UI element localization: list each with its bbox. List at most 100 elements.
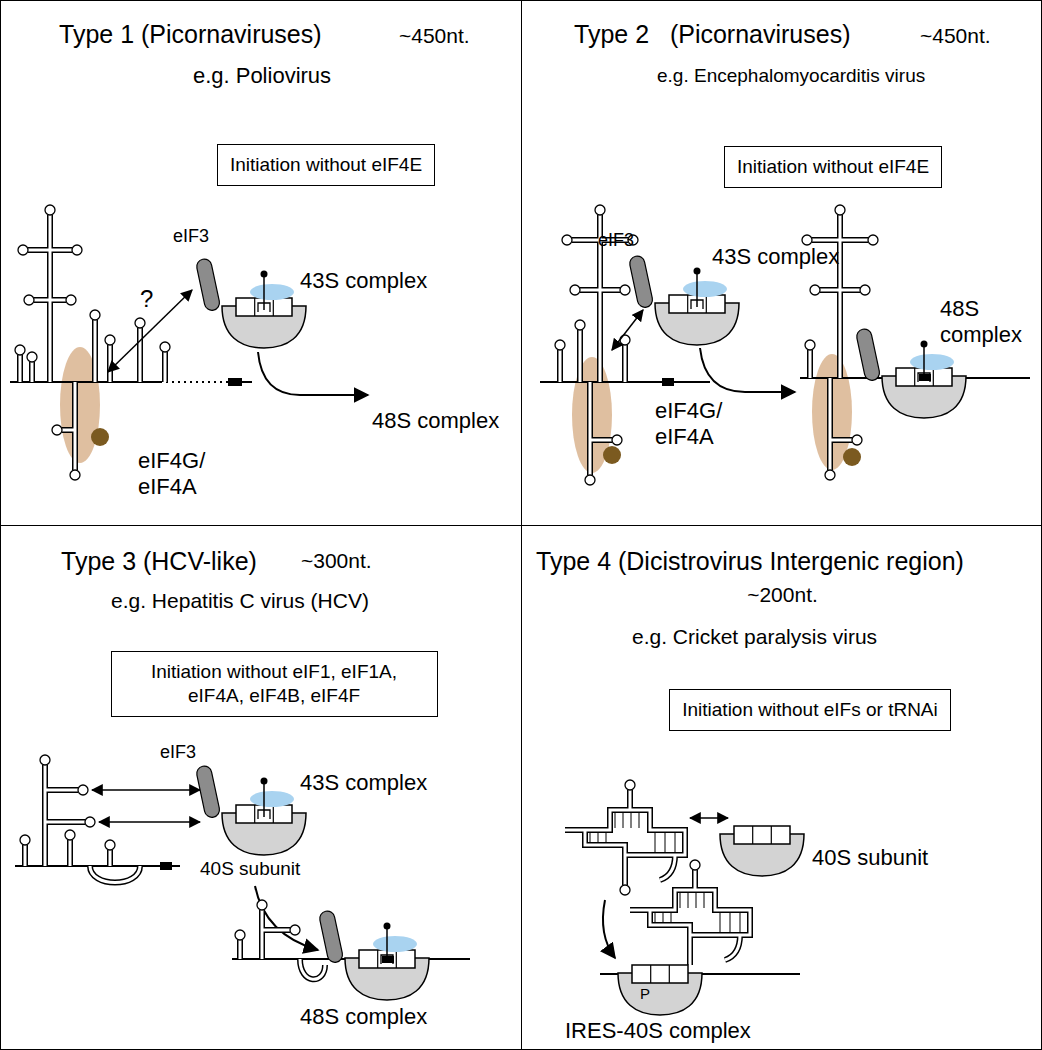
illustration-part (45, 205, 55, 215)
illustration-part (235, 930, 245, 940)
illustration-part (562, 235, 572, 245)
illustration-part (228, 378, 242, 386)
illustration-part (882, 368, 966, 418)
illustration-part (720, 826, 804, 876)
illustration-part (565, 790, 685, 885)
illustration-part (240, 910, 325, 979)
illustration-part (91, 428, 109, 446)
condition-text: Initiation without eIFs or tRNAi (682, 699, 938, 720)
component-label: 43S complex (300, 770, 427, 796)
illustration-part (603, 446, 621, 464)
illustration-part (805, 340, 815, 350)
ribosome-43s (195, 258, 306, 348)
binding-arrow (690, 817, 728, 819)
condition-text: Initiation without eIF1, eIF1A, eIF4A, e… (151, 661, 397, 706)
illustration-part (620, 285, 630, 295)
assembly-arrow (258, 352, 368, 395)
component-label: 48S complex (940, 296, 1022, 349)
illustration-part (590, 812, 675, 853)
assembly-arrow (603, 900, 615, 958)
illustration-part (65, 830, 75, 840)
example-virus: e.g. Hepatitis C virus (HCV) (111, 588, 369, 613)
illustration-part (105, 335, 115, 345)
illustration-part (843, 448, 861, 466)
illustration-part (560, 215, 628, 475)
illustration-part (825, 470, 835, 480)
illustration-part (630, 870, 750, 965)
illustration-part (855, 328, 880, 382)
component-label: 48S complex (300, 1004, 427, 1030)
illustration-part (66, 295, 76, 305)
type-panel: Type 3 (HCV-like)~300nt.e.g. Hepatitis C… (0, 525, 522, 1050)
illustration-part (868, 235, 878, 245)
illustration-part (683, 268, 727, 310)
binding-arrow (612, 310, 643, 350)
illustration-part (290, 925, 300, 935)
condition-box: Initiation without eIFs or tRNAi (669, 689, 951, 731)
illustration-part (257, 900, 267, 910)
panel-heading: Type 2 (Picornaviruses) (574, 19, 851, 49)
length-note: ~200nt. (747, 582, 818, 607)
illustration-part (595, 205, 605, 215)
illustration-part (555, 205, 638, 485)
illustration-part (25, 765, 140, 883)
condition-box: Initiation without eIF4E (217, 144, 435, 186)
assembly-arrow (700, 348, 795, 392)
condition-box: Initiation without eIF1, eIF1A, eIF4A, e… (111, 651, 438, 717)
illustration-part (160, 342, 170, 352)
illustration-part (105, 840, 115, 850)
illustration-part (20, 215, 165, 470)
illustration-part (135, 318, 145, 328)
illustration-part (585, 475, 595, 485)
rna-structure (10, 205, 252, 480)
length-note: ~450nt. (920, 23, 991, 48)
illustration-part (690, 860, 700, 870)
illustration-part (235, 900, 300, 940)
example-virus: e.g. Cricket paralysis virus (632, 624, 877, 649)
component-label: eIF3 (598, 230, 634, 252)
ires-structure (630, 860, 750, 965)
panel-heading: Type 3 (HCV-like) (61, 546, 257, 576)
ribosome-40s (720, 826, 804, 876)
illustration-part (250, 271, 294, 313)
illustration-part (662, 378, 674, 386)
illustration-part (20, 755, 115, 850)
illustration-part (655, 892, 740, 933)
condition-text: Initiation without eIF4E (230, 154, 422, 175)
illustration-part (240, 910, 325, 979)
illustration-part (555, 340, 565, 350)
illustration-part (860, 285, 870, 295)
illustration-part (15, 345, 25, 355)
component-label: 48S complex (372, 408, 499, 434)
illustration-part (575, 320, 585, 330)
panel-heading: Type 1 (Picornaviruses) (59, 19, 322, 49)
illustration-part (620, 335, 630, 345)
illustration-part (690, 860, 700, 870)
illustration-part (24, 295, 34, 305)
type-panel: Type 4 (Dicistrovirus Intergenic region)… (521, 525, 1042, 1050)
illustration-part (195, 258, 220, 312)
illustration-part (25, 765, 140, 883)
illustration-part (382, 956, 394, 963)
binding-arrow (99, 821, 200, 823)
ribosome-43s (195, 765, 306, 855)
ribosome-ires-40s (618, 965, 702, 1015)
rna-structure (15, 755, 180, 883)
illustration-part (630, 870, 750, 965)
illustration-part (570, 285, 580, 295)
illustration-part (919, 374, 931, 381)
binding-arrow (92, 789, 200, 791)
example-virus: e.g. Encephalomyocarditis virus (657, 65, 925, 88)
illustration-part (835, 205, 845, 215)
illustration-part (625, 780, 635, 790)
component-label: eIF4G/ eIF4A (138, 448, 205, 501)
illustration-part (40, 755, 50, 765)
panel-heading: Type 4 (Dicistrovirus Intergenic region) (536, 546, 964, 576)
component-label: eIF3 (173, 226, 209, 248)
illustration-part (250, 778, 294, 820)
illustration-part (70, 470, 80, 480)
component-label: ? (140, 285, 153, 314)
illustration-part (345, 950, 429, 1000)
component-label: P (640, 985, 650, 1003)
